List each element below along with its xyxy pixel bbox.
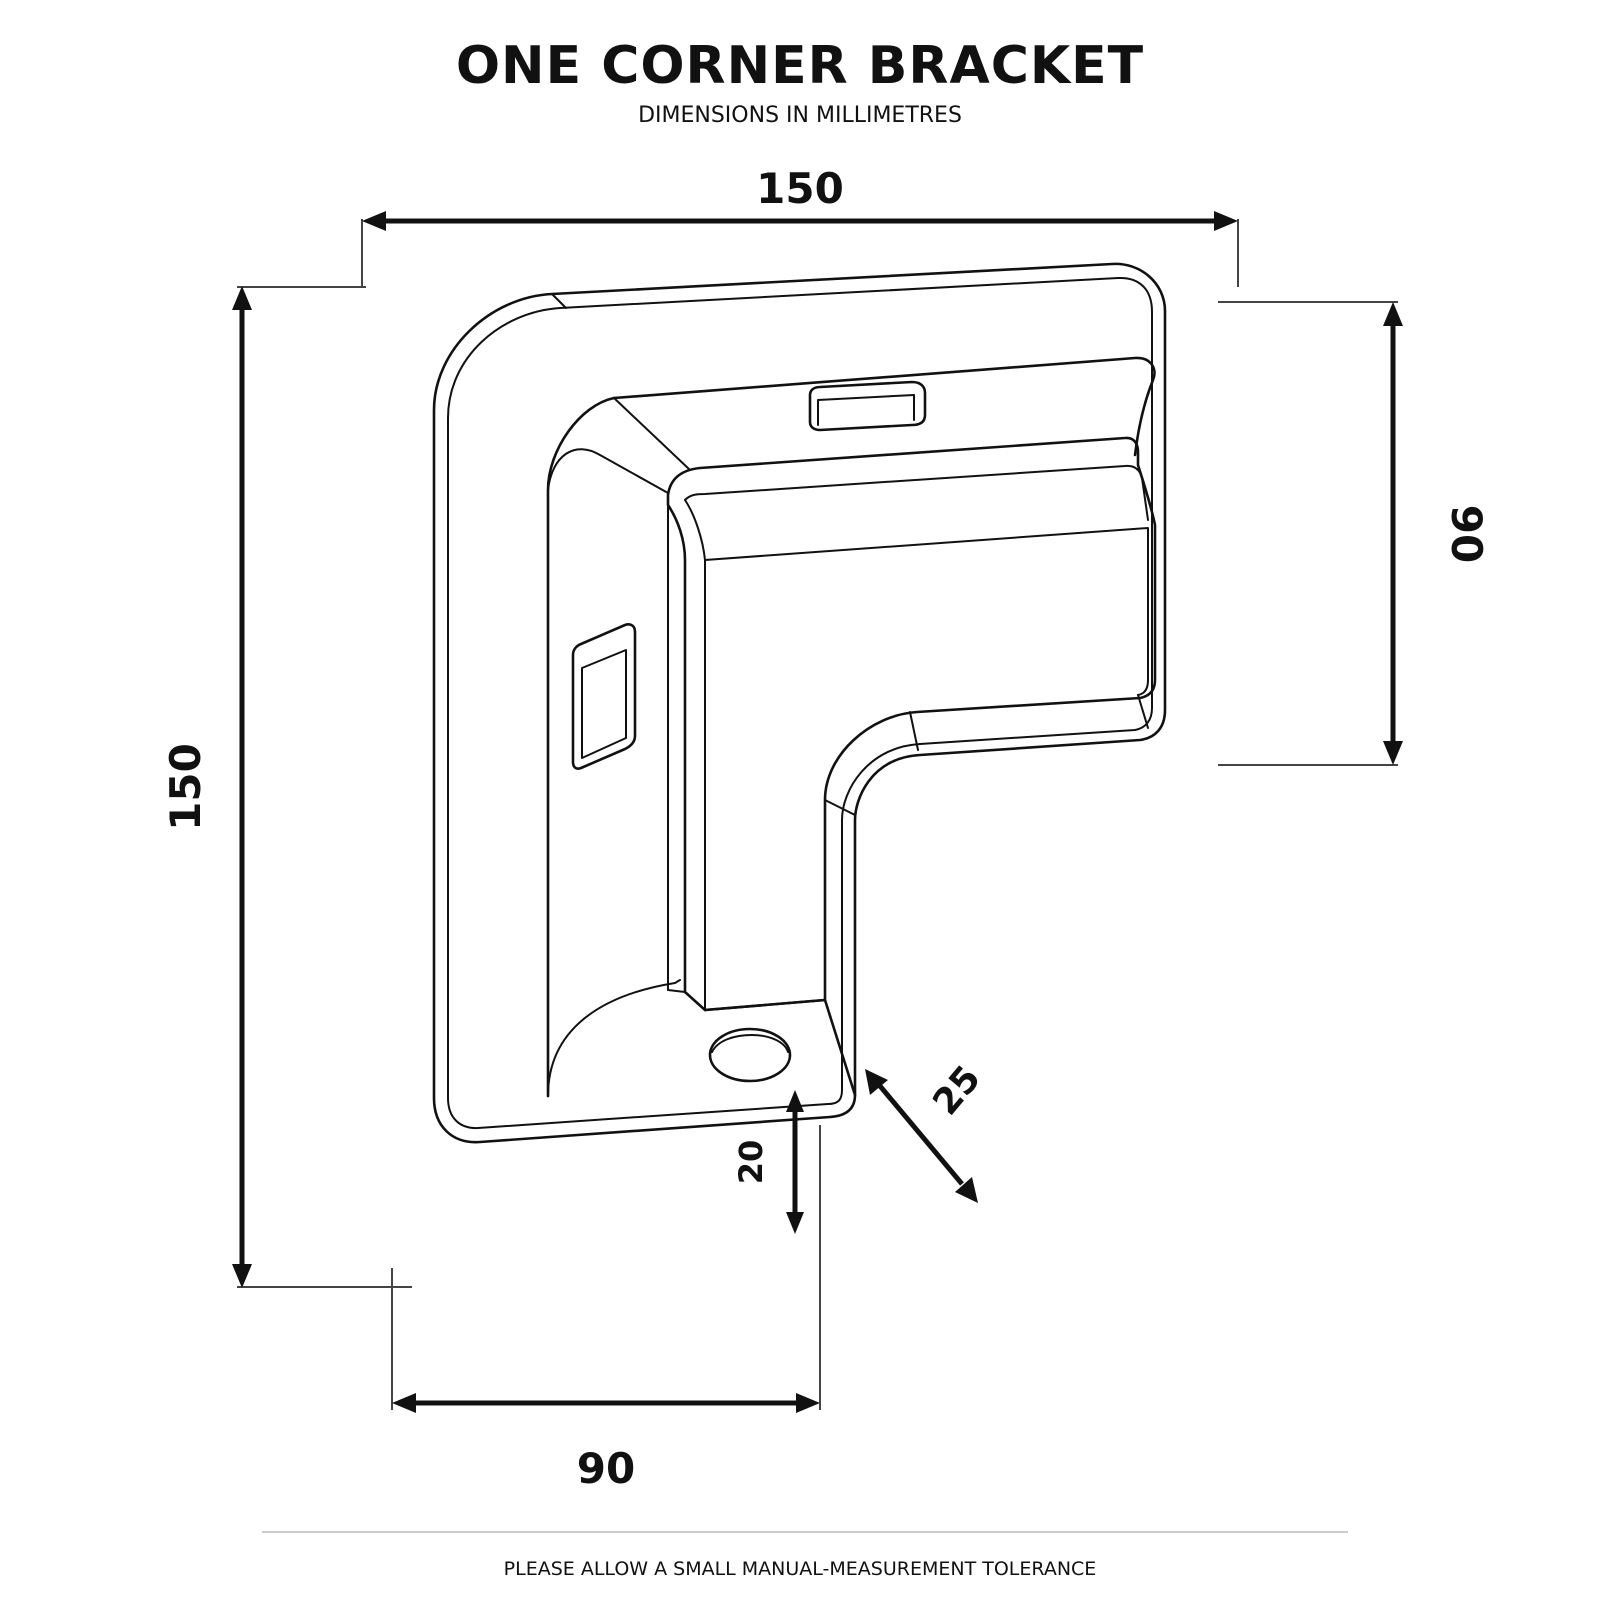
right-arm-height-label: 90 [1442,505,1491,563]
arrowhead [786,1212,804,1234]
dimension-overall-height: 150 [161,286,412,1288]
inner-block-elbow-face [824,694,1149,816]
arrowhead [1383,741,1403,765]
rim-corner-mark [551,293,567,309]
left-channel-inner [547,448,669,494]
foot-height-label: 20 [732,1140,770,1185]
dimension-right-arm-height: 90 [1218,301,1491,766]
foot-plate [703,998,857,1097]
overall-width-label: 150 [756,164,844,213]
page-title: ONE CORNER BRACKET [455,36,1145,96]
arrowhead [232,286,252,310]
bottom-width-label: 90 [577,1444,635,1493]
arrowhead [865,1069,888,1095]
arrowhead [362,211,386,231]
inner-block-bottom-corner [667,989,686,993]
side-slot [571,623,637,770]
footer-note: PLEASE ALLOW A SMALL MANUAL-MEASUREMENT … [503,1558,1097,1580]
bracket-outer-edge [432,262,1167,1144]
inner-raised-block [666,436,1157,1012]
page-subtitle: DIMENSIONS IN MILLIMETRES [638,103,962,128]
side-slot-inner [581,649,627,759]
left-channel-floor [547,979,681,1097]
dimension-line [878,1084,964,1186]
top-channel-corner [613,397,691,471]
arrowhead [1383,302,1403,326]
arrowhead [955,1177,978,1203]
dimension-arm-width: 25 [865,1058,989,1203]
corner-bracket-drawing [432,262,1167,1144]
arrowhead [786,1090,804,1112]
arrowhead [796,1393,820,1413]
overall-height-label: 150 [161,743,210,831]
bracket-rim-edge [447,276,1153,1130]
dimension-overall-width: 150 [237,164,1239,288]
inner-block-top-face [684,464,1149,521]
top-slot-inner [817,394,915,426]
arm-width-label: 25 [925,1058,989,1123]
mounting-hole [708,1027,792,1083]
top-channel [612,356,1156,457]
top-slot [808,380,927,432]
inner-block-front-face [704,527,1149,696]
dimension-bottom-width: 90 [391,1125,821,1493]
arrowhead [392,1393,416,1413]
mounting-hole-inner-edge [711,1034,789,1053]
arrowhead [232,1264,252,1288]
inner-block-side-face [684,499,706,1011]
arrowhead [1214,211,1238,231]
dimension-foot-height: 20 [732,1090,804,1234]
